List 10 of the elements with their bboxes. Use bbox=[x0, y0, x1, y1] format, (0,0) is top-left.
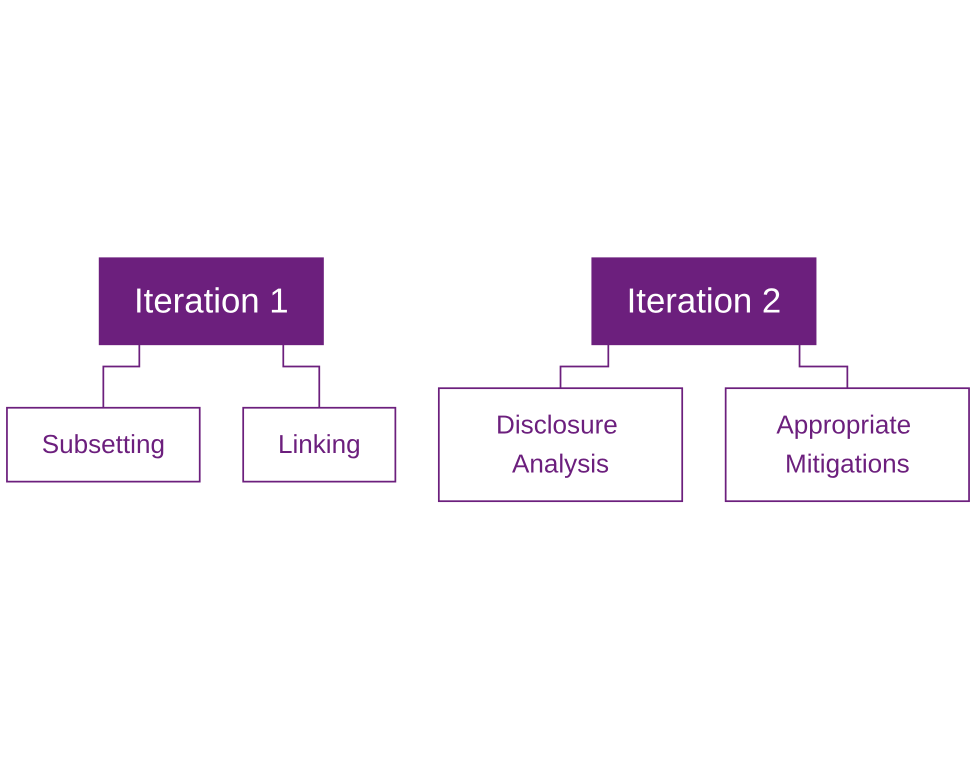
node-box: Iteration 1 bbox=[98, 257, 324, 346]
node-box: Iteration 2 bbox=[591, 257, 816, 346]
connector bbox=[102, 344, 140, 409]
connector bbox=[560, 344, 610, 390]
node-box: Disclosure Analysis bbox=[438, 387, 684, 502]
node-box: Subsetting bbox=[6, 406, 201, 482]
connector bbox=[282, 344, 320, 409]
connector bbox=[798, 344, 848, 390]
node-box: Appropriate Mitigations bbox=[724, 387, 970, 502]
node-box: Linking bbox=[242, 406, 396, 482]
